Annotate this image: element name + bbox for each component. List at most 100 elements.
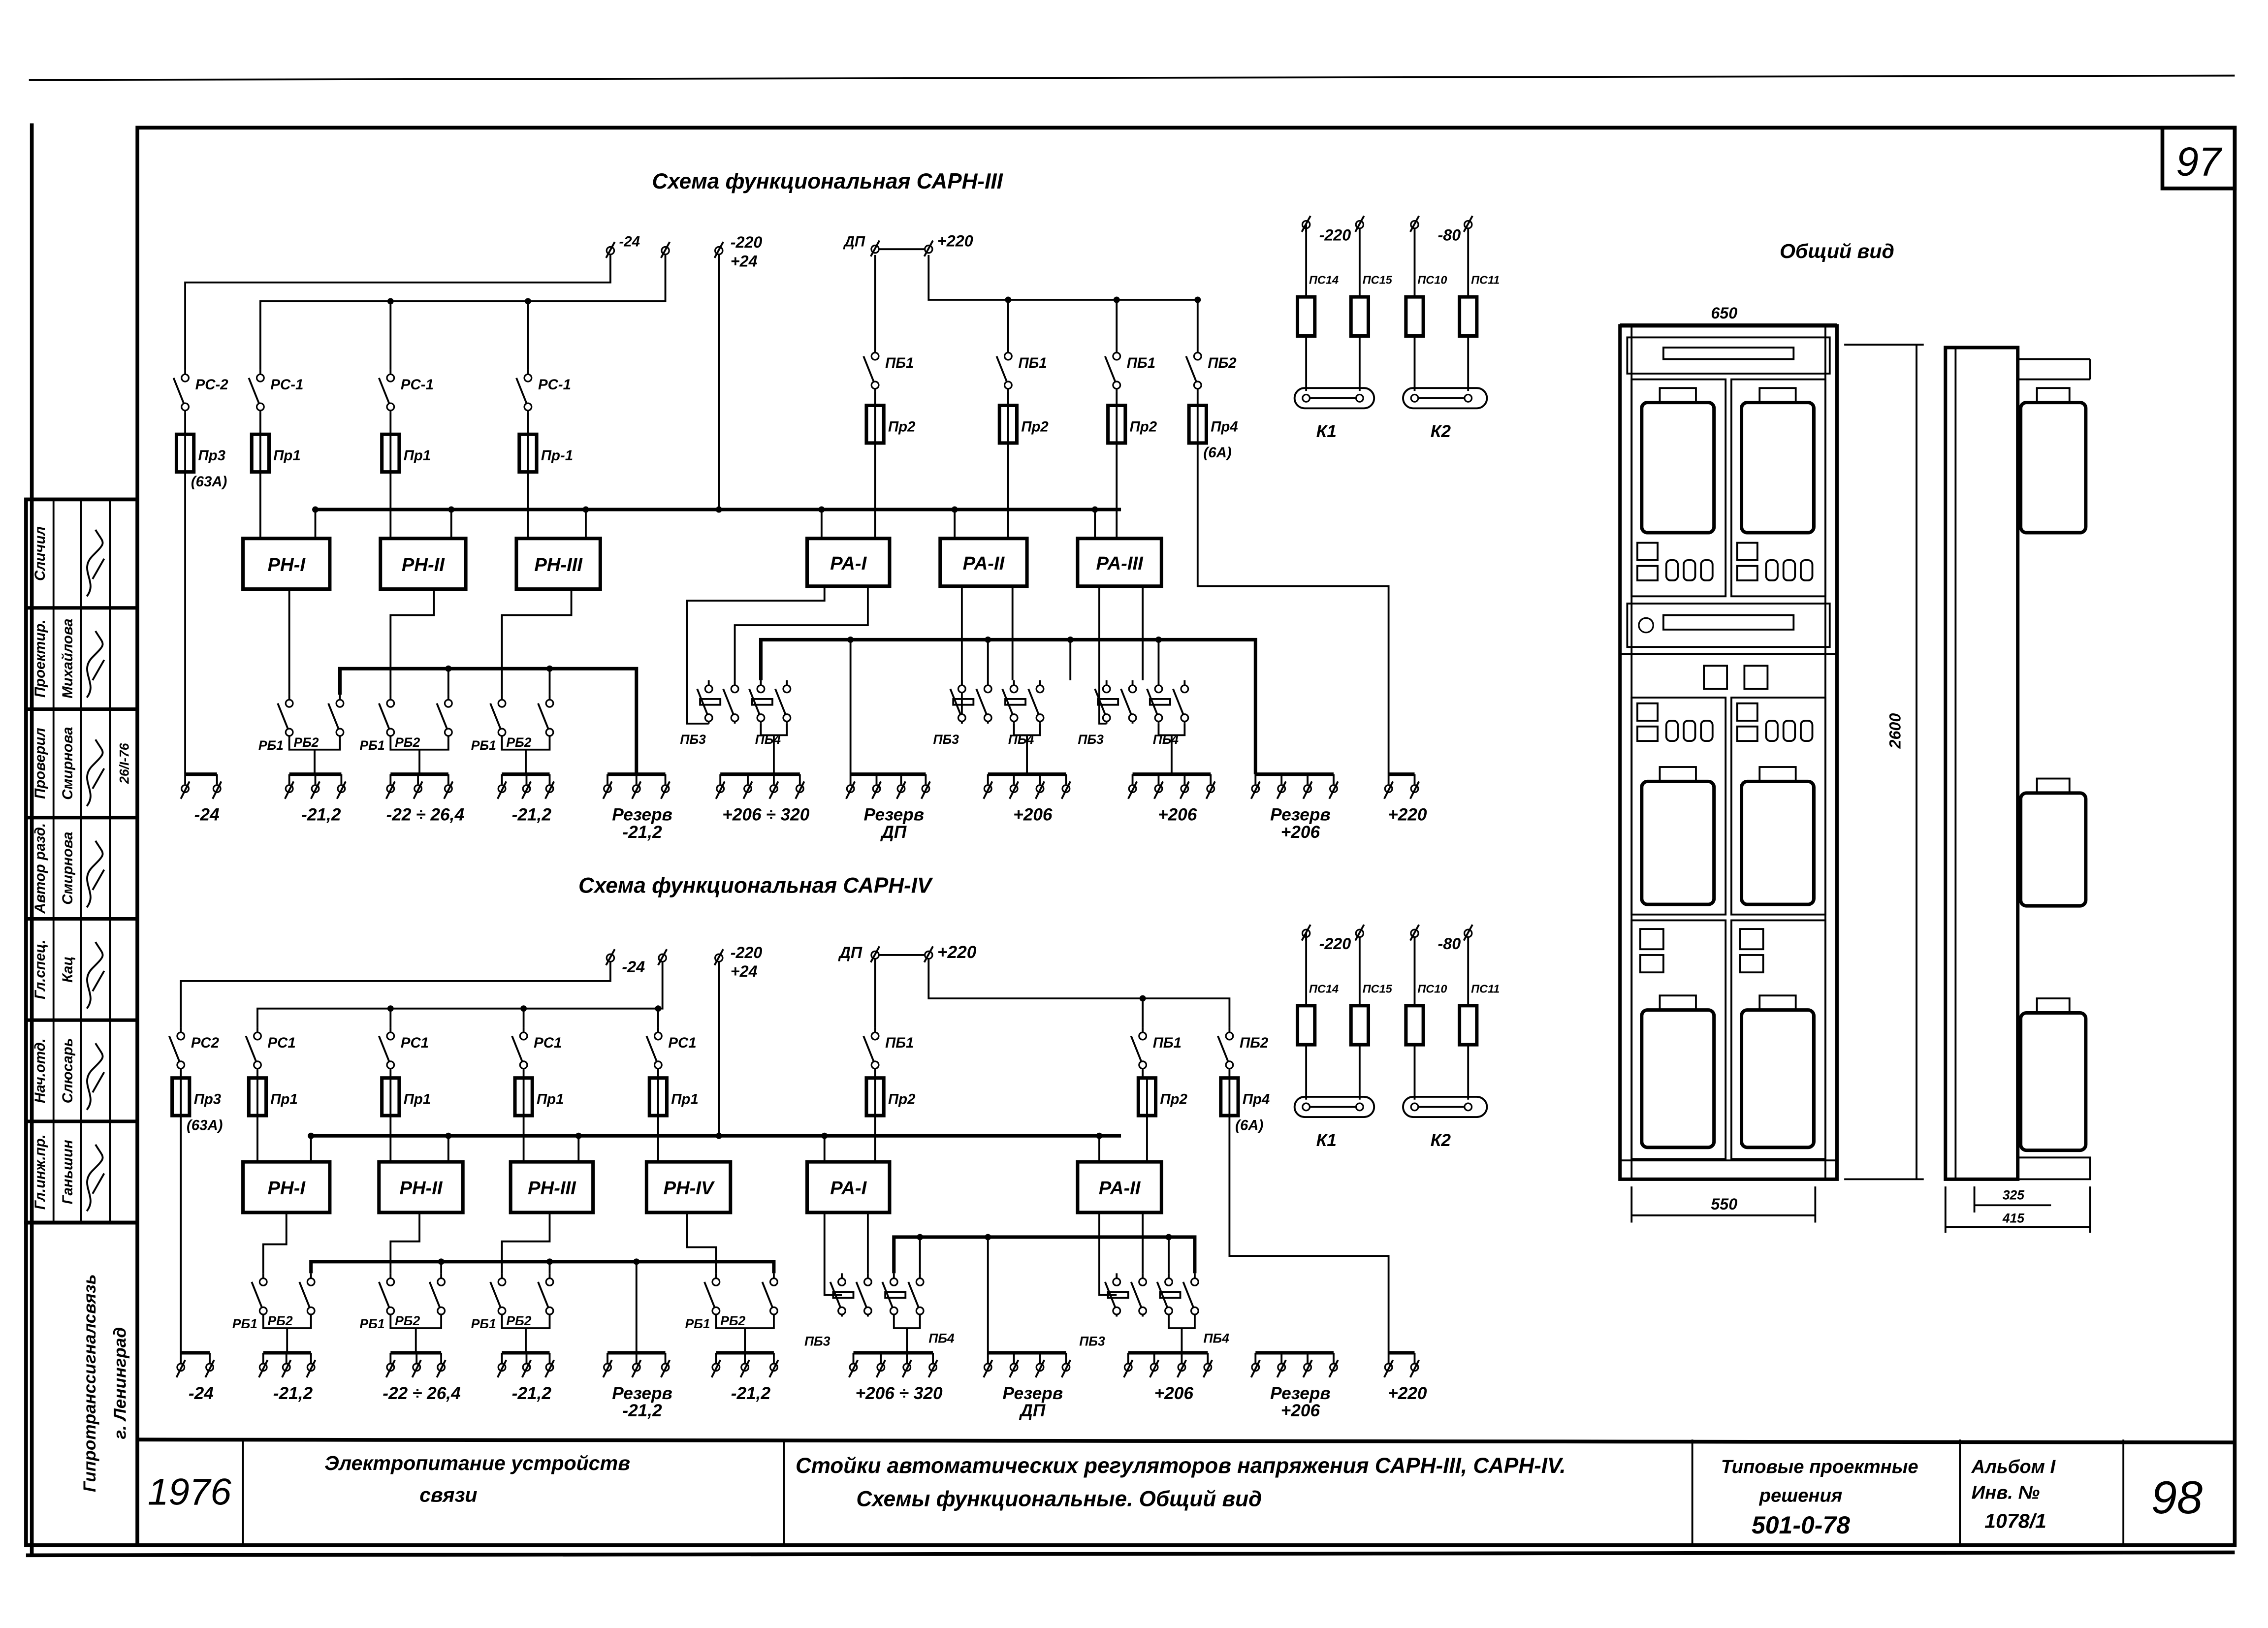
wire (686, 1212, 717, 1274)
label: ДП (843, 233, 865, 250)
contact-label: РБ1 (359, 1316, 384, 1331)
switch-pivot (870, 1060, 880, 1070)
fuse: Пр4(6А) (1187, 403, 1238, 461)
switch-pivot (1003, 381, 1013, 390)
bus (338, 667, 639, 774)
switch-pivot (782, 713, 792, 723)
terminal-mark (1250, 1359, 1261, 1378)
contact (489, 1273, 507, 1317)
contact (277, 695, 294, 738)
switch-blade (489, 703, 503, 733)
switch-contact (1138, 1277, 1148, 1286)
switch-contact (386, 699, 395, 708)
junction-dot (1155, 636, 1162, 643)
output-terminal-group: +206 (1127, 772, 1216, 825)
jar-cap (2036, 777, 2071, 794)
regulator-box (805, 537, 892, 588)
regulator-unit (2019, 401, 2088, 535)
output-voltage-label: ДП (1019, 1401, 1045, 1420)
output-voltage-label: Резерв (863, 805, 924, 825)
fuse-label: Пр3 (194, 1091, 221, 1108)
fuse-label: Пр2 (1130, 418, 1157, 435)
signal-fuse (1458, 295, 1479, 338)
contactor-label: К1 (1316, 422, 1337, 441)
contact (761, 1273, 778, 1317)
regulator-unit (2019, 1011, 2088, 1152)
junction-dot (438, 1258, 445, 1265)
switch-blade (245, 1035, 258, 1065)
terminal-mark (1463, 924, 1473, 941)
switch-blade (1217, 1035, 1231, 1065)
dimension-label: 550 (1711, 1195, 1737, 1213)
output-terminal-group: -22 ÷ 26,4 (383, 1351, 461, 1403)
jar-cap (1659, 387, 1697, 404)
contact (881, 1273, 898, 1317)
switch-contact (523, 373, 533, 383)
output-voltage-label: Резерв (612, 805, 672, 825)
contact (1464, 1102, 1473, 1112)
terminal-mark (983, 1359, 993, 1378)
inventory-label: Инв. № (1972, 1482, 2040, 1503)
contact-label: ПБ3 (1079, 1334, 1105, 1348)
regulator-block: РА-II (1076, 1160, 1163, 1214)
label: ДП (838, 944, 862, 961)
terminal-mark (983, 781, 993, 799)
stamp-name: Кац (60, 957, 76, 983)
contact-label: РБ1 (359, 738, 384, 753)
output-voltage-label: -21,2 (301, 805, 341, 825)
output-voltage-label: -21,2 (512, 805, 552, 825)
switch-pivot (870, 381, 880, 390)
terminal-mark (1354, 215, 1365, 232)
regulator-block: РН-II (379, 537, 468, 591)
switch-blade (1104, 355, 1118, 386)
wire (927, 959, 1231, 1027)
mechanical-link (1004, 698, 1027, 706)
output-voltage-label: -21,2 (512, 1384, 552, 1403)
jar-cap (1659, 994, 1697, 1011)
plinth (2017, 1156, 2091, 1181)
switch-label: ПБ1 (885, 355, 914, 371)
indicator (1636, 702, 1659, 722)
signature-mark (86, 840, 105, 908)
terminal-mark (1328, 781, 1339, 799)
switch-blade (907, 1281, 921, 1311)
switch: РС1 (645, 1027, 697, 1071)
mechanical-link (1097, 698, 1119, 706)
top-panel (1626, 336, 1831, 375)
regulator-box (509, 1160, 595, 1214)
output-voltage-label: +206 ÷ 320 (855, 1384, 943, 1403)
signal-fuse-label: ПС10 (1417, 274, 1447, 287)
wire (389, 1212, 420, 1274)
switch-blade (829, 1281, 843, 1311)
terminal-mark (1179, 781, 1190, 799)
switch-blade (855, 1281, 869, 1311)
fuse-rating: (6А) (1204, 445, 1232, 461)
switch-contact (1003, 351, 1013, 361)
switch-blade (489, 1281, 503, 1311)
terminal-mark (1302, 1359, 1313, 1378)
label: +24 (731, 962, 758, 980)
contact (722, 680, 739, 724)
fuse: Пр2 (1136, 1076, 1187, 1117)
output-voltage-label: +206 (1154, 1384, 1194, 1403)
indicator (1636, 542, 1659, 561)
indicator (1736, 702, 1758, 722)
contact (537, 695, 554, 738)
switch-contact (837, 1277, 846, 1286)
indicator (1739, 954, 1764, 974)
switch: РС1 (245, 1027, 296, 1071)
switch-pivot (837, 1306, 846, 1315)
indicator (1636, 725, 1659, 742)
wire (180, 962, 611, 1027)
wire (259, 255, 667, 370)
switch-blade (774, 688, 788, 718)
bus (892, 1235, 1197, 1274)
terminal-mark (413, 781, 423, 799)
output-voltage-label: +220 (1388, 1384, 1427, 1403)
fuse-label: Пр2 (1021, 418, 1049, 435)
contact-label: РБ2 (506, 735, 531, 750)
signature-mark (86, 941, 105, 1009)
diagram-title: Схема функциональная САРН-III (652, 169, 1003, 193)
